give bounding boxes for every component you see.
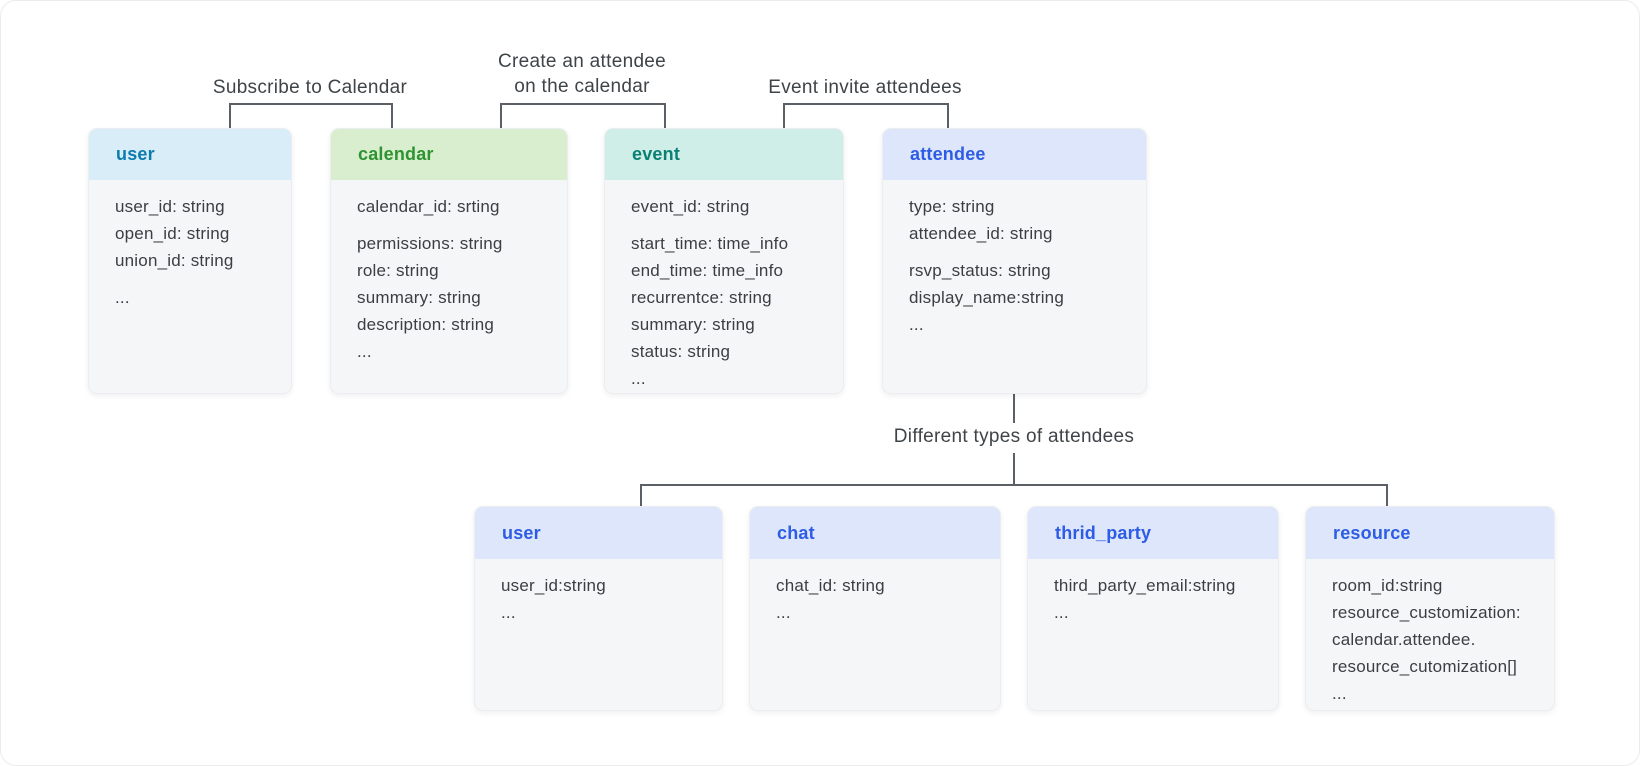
field: calendar.attendee. [1332, 630, 1476, 649]
field: third_party_email:string [1054, 576, 1236, 595]
field: summary: string [631, 315, 755, 334]
field: event_id: string [631, 197, 750, 216]
connector-create-leg-calendar [500, 103, 502, 128]
entity-fields-resource: room_id:string resource_customization: c… [1306, 559, 1554, 707]
entity-header-resource: resource [1306, 507, 1554, 559]
field: room_id:string [1332, 576, 1443, 595]
entity-fields-chat: chat_id: string ... [750, 559, 1000, 626]
connector-subscribe-leg-user [229, 103, 231, 128]
field: description: string [357, 315, 495, 334]
label-create-attendee-line1: Create an attendee [497, 51, 667, 72]
entity-title-chat: chat [777, 522, 815, 543]
field: end_time: time_info [631, 261, 784, 280]
connector-types-vertical-top [1013, 394, 1015, 423]
field: status: string [631, 342, 731, 361]
connector-create-leg-event [664, 103, 666, 128]
entity-box-resource: resource room_id:string resource_customi… [1305, 506, 1555, 711]
entity-header-thrid-party: thrid_party [1028, 507, 1278, 559]
field: calendar_id: srting [357, 197, 500, 216]
entity-box-attendee: attendee type: string attendee_id: strin… [882, 128, 1147, 394]
connector-subscribe-horizontal [229, 103, 393, 105]
connector-create-horizontal [500, 103, 666, 105]
field-ellipsis: ... [501, 603, 516, 622]
field: chat_id: string [776, 576, 885, 595]
entity-fields-calendar: calendar_id: srting permissions: string … [331, 180, 567, 365]
field: user_id:string [501, 576, 606, 595]
field: union_id: string [115, 251, 234, 270]
label-different-types-of-attendees: Different types of attendees [893, 426, 1135, 447]
entity-header-chat: chat [750, 507, 1000, 559]
connector-types-leg-left [640, 484, 642, 507]
label-subscribe-to-calendar: Subscribe to Calendar [212, 77, 408, 98]
field: display_name:string [909, 288, 1064, 307]
entity-title-user: user [116, 144, 155, 164]
field-ellipsis: ... [357, 342, 372, 361]
entity-fields-thrid-party: third_party_email:string ... [1028, 559, 1278, 626]
entity-header-event: event [605, 129, 843, 180]
connector-types-horizontal [640, 484, 1388, 486]
entity-header-attendee-type-user: user [475, 507, 722, 559]
connector-subscribe-leg-calendar [391, 103, 393, 128]
entity-title-resource: resource [1333, 522, 1411, 543]
entity-box-attendee-type-user: user user_id:string ... [474, 506, 723, 711]
connector-invite-leg-attendee [947, 103, 949, 128]
field-ellipsis: ... [909, 315, 924, 334]
label-create-attendee-line2: on the calendar [514, 76, 650, 97]
entity-fields-attendee: type: string attendee_id: string rsvp_st… [883, 180, 1146, 338]
field: resource_cutomization[] [1332, 657, 1518, 676]
field: attendee_id: string [909, 224, 1053, 243]
entity-fields-attendee-type-user: user_id:string ... [475, 559, 722, 626]
entity-fields-user: user_id: string open_id: string union_id… [89, 180, 291, 311]
entity-header-attendee: attendee [883, 129, 1146, 180]
connector-types-vertical-bottom [1013, 453, 1015, 484]
field-ellipsis: ... [1054, 603, 1069, 622]
field: user_id: string [115, 197, 225, 216]
entity-title-attendee: attendee [910, 144, 986, 164]
field: resource_customization: [1332, 603, 1521, 622]
entity-box-user: user user_id: string open_id: string uni… [88, 128, 292, 394]
field-ellipsis: ... [115, 288, 130, 307]
field: permissions: string [357, 234, 503, 253]
entity-box-calendar: calendar calendar_id: srting permissions… [330, 128, 568, 394]
field: start_time: time_info [631, 234, 789, 253]
field: rsvp_status: string [909, 261, 1051, 280]
entity-title-event: event [632, 144, 681, 164]
field: open_id: string [115, 224, 230, 243]
label-event-invite-attendees: Event invite attendees [768, 77, 962, 98]
entity-box-thrid-party: thrid_party third_party_email:string ... [1027, 506, 1279, 711]
field-ellipsis: ... [1332, 684, 1347, 703]
field: type: string [909, 197, 995, 216]
connector-types-leg-right [1386, 484, 1388, 507]
field-ellipsis: ... [631, 369, 646, 388]
entity-box-chat: chat chat_id: string ... [749, 506, 1001, 711]
field-ellipsis: ... [776, 603, 791, 622]
connector-invite-horizontal [783, 103, 949, 105]
field: recurrentce: string [631, 288, 772, 307]
label-create-attendee: Create an attendee on the calendar [498, 49, 666, 99]
connector-invite-leg-event [783, 103, 785, 128]
entity-header-calendar: calendar [331, 129, 567, 180]
entity-header-user: user [89, 129, 291, 180]
entity-box-event: event event_id: string start_time: time_… [604, 128, 844, 394]
entity-fields-event: event_id: string start_time: time_info e… [605, 180, 843, 392]
entity-title-calendar: calendar [358, 144, 434, 164]
entity-title-thrid-party: thrid_party [1055, 522, 1152, 543]
field: summary: string [357, 288, 481, 307]
field: role: string [357, 261, 439, 280]
entity-title-attendee-type-user: user [502, 522, 541, 543]
